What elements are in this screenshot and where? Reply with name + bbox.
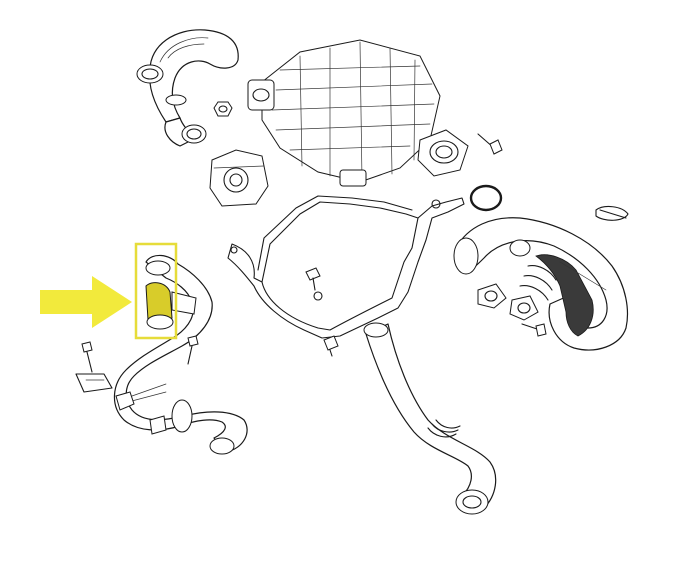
screw — [81, 341, 93, 373]
center-lower-hose — [363, 322, 497, 515]
bracket-clip — [75, 373, 113, 393]
intake-manifold — [247, 39, 441, 187]
arrow-right-icon — [40, 276, 132, 328]
highlight-box — [134, 242, 178, 340]
nut — [213, 101, 233, 117]
screw — [305, 267, 321, 291]
mounting-bracket — [227, 195, 465, 339]
screw — [323, 335, 339, 357]
screw — [187, 335, 199, 365]
o-ring — [469, 184, 503, 212]
intake-sensor — [417, 129, 469, 177]
bolt — [521, 323, 547, 337]
right-hose-assembly — [453, 205, 629, 351]
upper-left-hose — [136, 29, 239, 147]
left-lower-hose — [113, 254, 248, 455]
flange-gasket — [509, 295, 539, 321]
throttle-body — [209, 149, 269, 207]
flange-gasket — [477, 283, 507, 309]
bolt — [477, 133, 503, 155]
